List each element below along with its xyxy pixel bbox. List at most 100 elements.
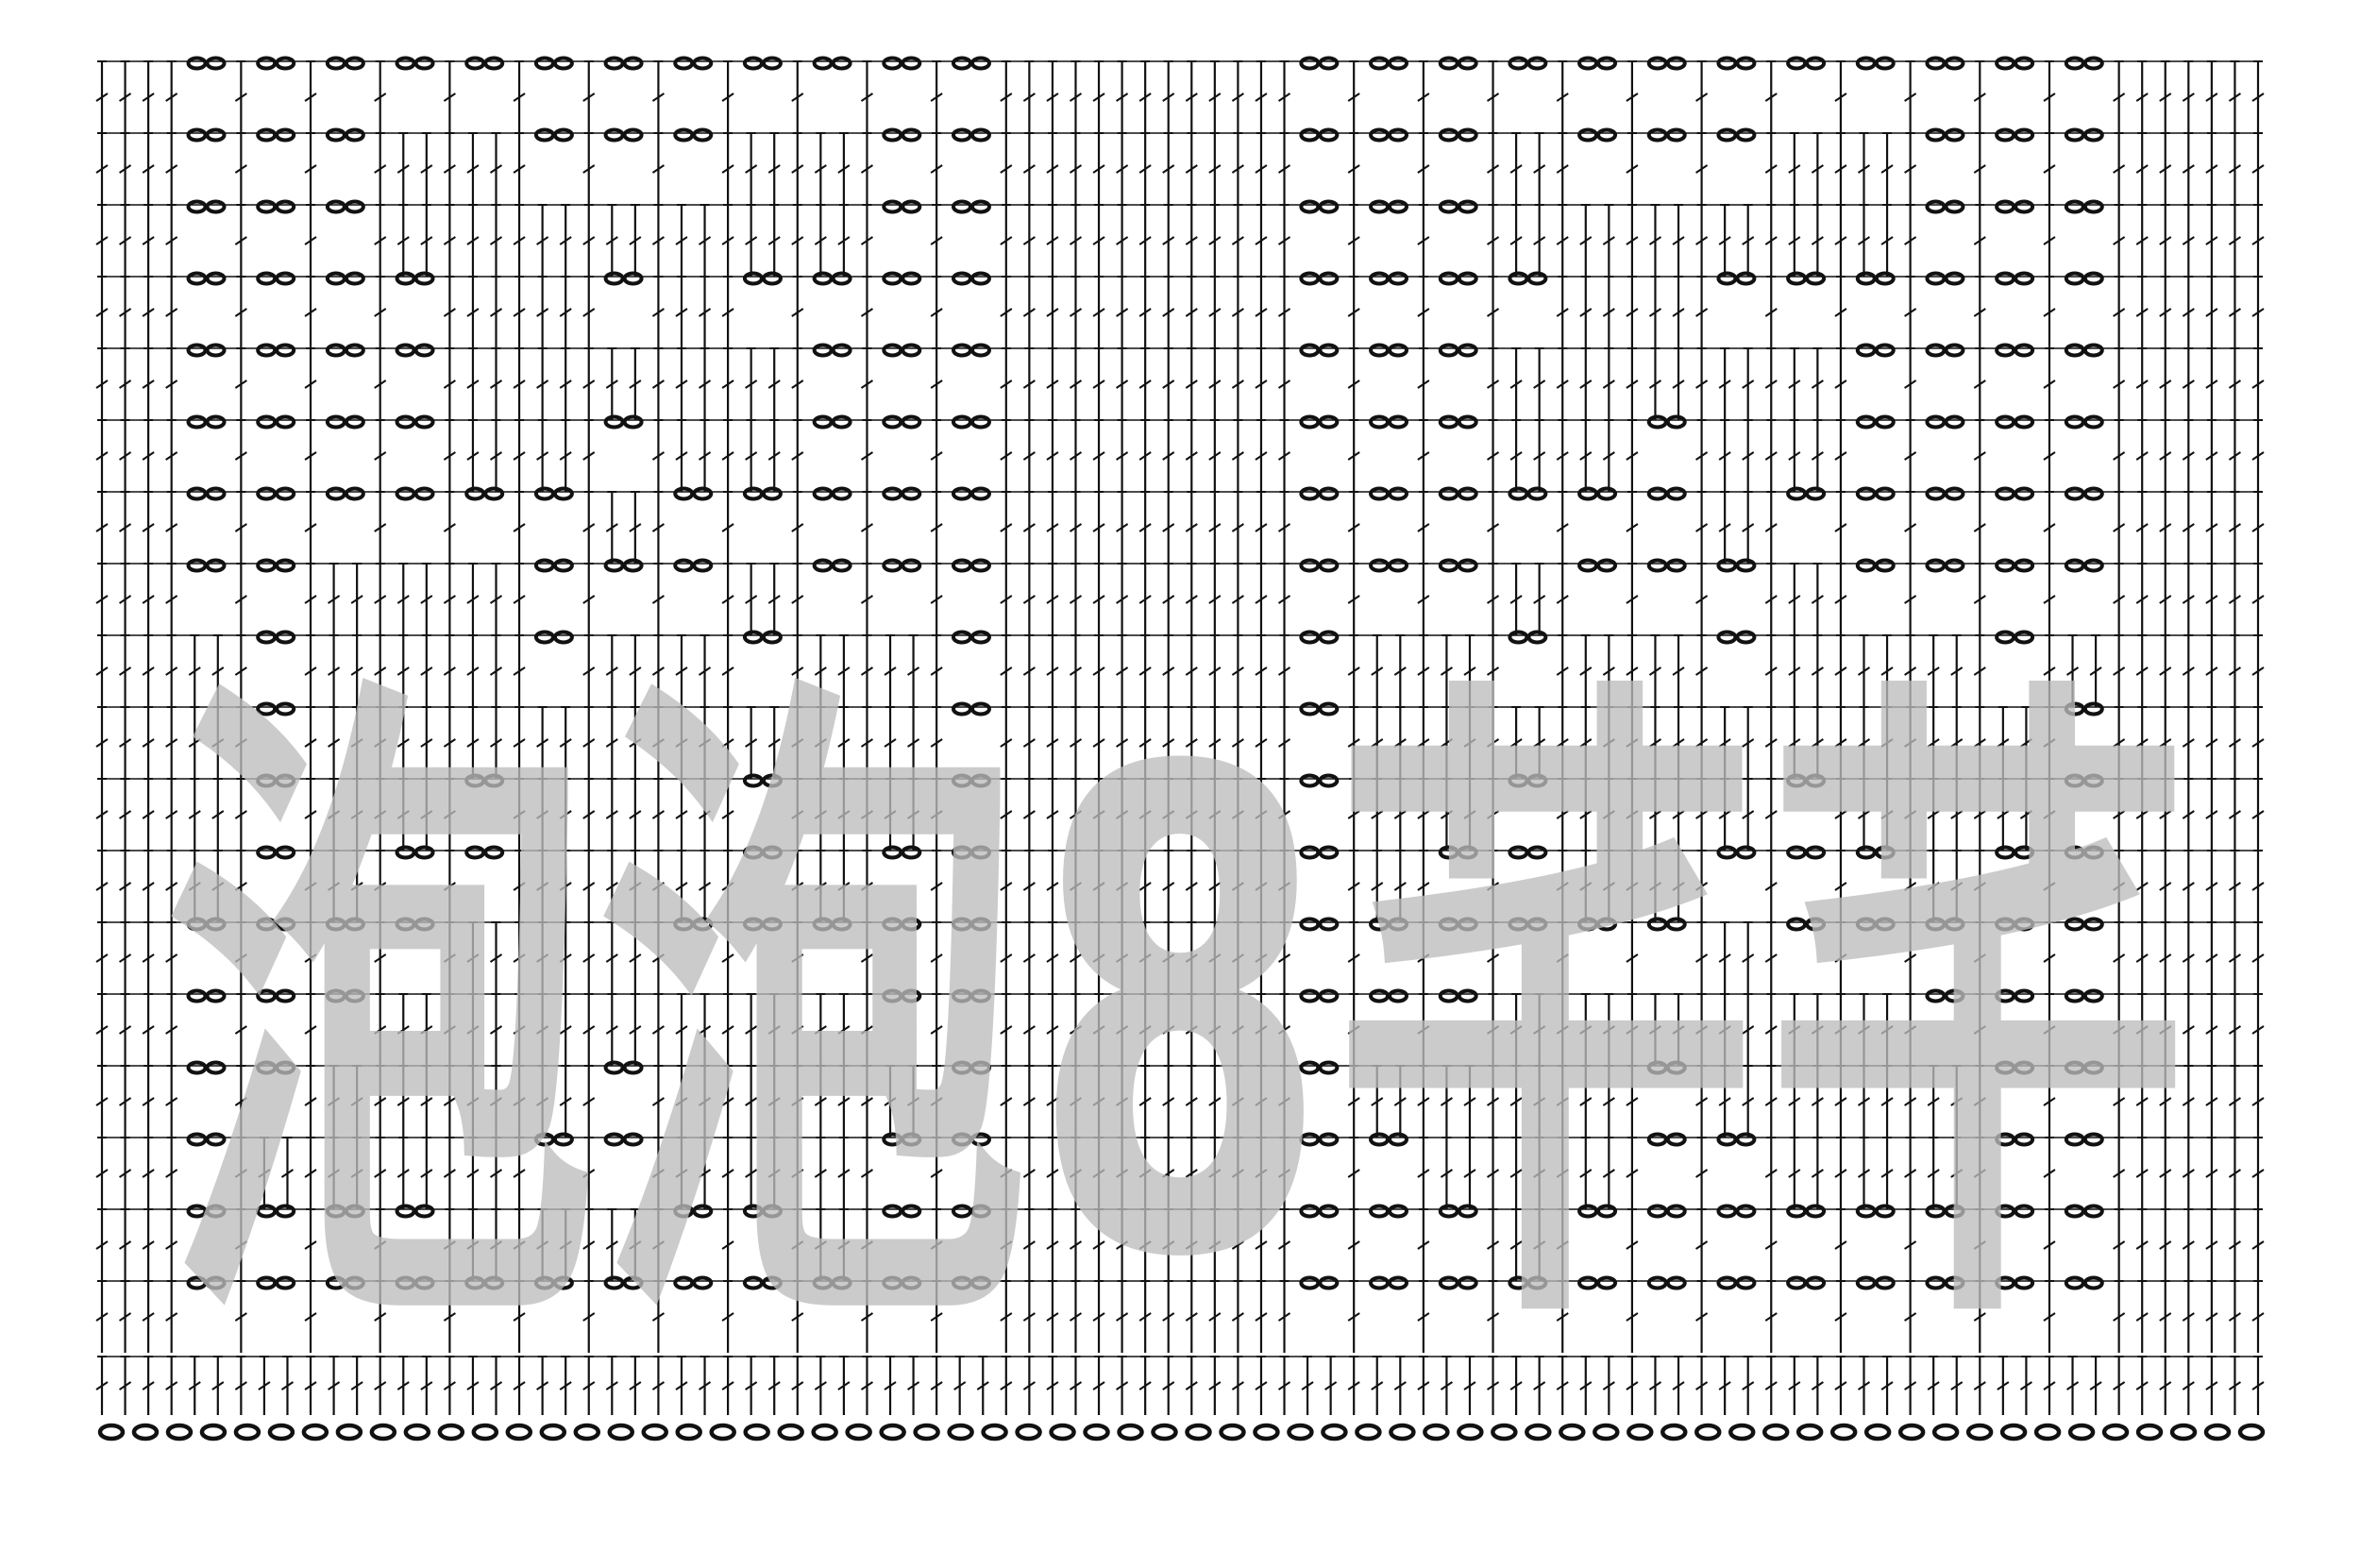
dc-slash (1509, 1025, 1523, 1035)
dc-slash (1347, 882, 1360, 891)
chain-stitch (2014, 343, 2035, 358)
dc-slash (1092, 595, 1105, 604)
dc-slash (1092, 1240, 1105, 1250)
dc-slash (2228, 1169, 2241, 1178)
chain-stitch (901, 56, 922, 71)
chain-stitch (1457, 1275, 1478, 1290)
chain-stitch (1944, 1204, 1965, 1219)
dc-slash (165, 451, 178, 461)
dc-slash (1626, 666, 1639, 676)
dc-slash (1162, 164, 1175, 174)
dc-slash (2159, 93, 2172, 102)
dc-slash (466, 1240, 480, 1250)
chain-stitch (1526, 773, 1548, 788)
dc-slash (396, 810, 410, 819)
dc-slash (1046, 953, 1059, 963)
dc-slash (95, 236, 109, 245)
chain-stitch (1735, 127, 1757, 143)
chain-stitch (2082, 988, 2104, 1003)
dc-slash (1255, 379, 1268, 389)
dc-slash (165, 666, 178, 676)
dc-slash (1069, 164, 1083, 174)
dc-slash (536, 1240, 549, 1250)
dc-slash (1069, 308, 1083, 317)
dc-slash (1695, 523, 1709, 532)
dc-slash (1208, 738, 1222, 748)
dc-slash (328, 1097, 341, 1106)
foundation-chain-stitch (1457, 1423, 1484, 1442)
dc-slash (1834, 595, 1847, 604)
dc-slash (396, 1169, 410, 1178)
dc-slash (443, 595, 456, 604)
chain-stitch (1944, 271, 1965, 286)
chain-stitch (275, 988, 296, 1003)
dc-slash (536, 882, 549, 891)
dc-slash (1695, 1312, 1709, 1322)
dc-slash (304, 308, 317, 317)
dc-slash (1185, 1381, 1198, 1391)
dc-slash (860, 164, 874, 174)
dc-slash (142, 666, 155, 676)
dc-slash (1069, 1312, 1083, 1322)
dc-slash (1904, 1312, 1917, 1322)
dc-slash (304, 523, 317, 532)
dc-slash (1092, 1025, 1105, 1035)
dc-slash (2228, 810, 2241, 819)
dc-slash (1973, 1240, 1986, 1250)
dc-slash (2205, 953, 2218, 963)
dc-slash (791, 882, 804, 891)
dc-slash (165, 1169, 178, 1178)
dc-slash (1718, 1381, 1731, 1391)
dc-slash (1417, 1240, 1430, 1250)
foundation-chain-stitch (471, 1423, 499, 1442)
chain-stitch (1596, 917, 1618, 932)
dc-slash (142, 595, 155, 604)
dc-slash (1788, 236, 1801, 245)
dc-slash (1695, 308, 1709, 317)
dc-slash (698, 1381, 712, 1391)
dc-slash (2043, 595, 2056, 604)
dc-slash (1022, 451, 1036, 461)
dc-slash (559, 953, 572, 963)
dc-slash (2182, 1097, 2195, 1106)
foundation-chain-stitch (1897, 1423, 1926, 1442)
dc-slash (2228, 738, 2241, 748)
chain-stitch (622, 56, 644, 71)
dc-slash (1092, 738, 1105, 748)
dc-slash (860, 93, 874, 102)
dc-slash (304, 379, 317, 389)
chain-stitch (413, 271, 435, 286)
chain-stitch (2082, 1132, 2104, 1147)
chain-stitch (344, 1275, 365, 1290)
dc-slash (791, 1025, 804, 1035)
dc-slash (860, 379, 874, 389)
chain-stitch (969, 271, 991, 286)
dc-slash (1857, 1381, 1871, 1391)
dc-slash (1718, 810, 1731, 819)
chain-stitch (413, 414, 435, 430)
dc-slash (466, 738, 480, 748)
dc-slash (1463, 810, 1476, 819)
foundation-chain-stitch (1965, 1423, 1994, 1442)
foundation-chain-stitch (1931, 1423, 1960, 1442)
dc-slash (1486, 595, 1500, 604)
chain-stitch (1318, 630, 1340, 645)
dc-slash (1718, 236, 1731, 245)
dc-slash (165, 1312, 178, 1322)
chain-stitch (1318, 988, 1340, 1003)
dc-slash (374, 164, 387, 174)
dc-slash (513, 1312, 526, 1322)
chain-stitch (1457, 1204, 1478, 1219)
dc-slash (582, 882, 596, 891)
dc-slash (1393, 810, 1407, 819)
dc-slash (1764, 738, 1778, 748)
chain-stitch (1388, 486, 1409, 501)
dc-slash (1116, 164, 1129, 174)
dc-slash (582, 1240, 596, 1250)
chain-stitch (1735, 845, 1757, 860)
dc-slash (1742, 523, 1755, 532)
dc-slash (443, 882, 456, 891)
dc-slash (1162, 308, 1175, 317)
dc-slash (1162, 379, 1175, 389)
dc-slash (188, 882, 201, 891)
